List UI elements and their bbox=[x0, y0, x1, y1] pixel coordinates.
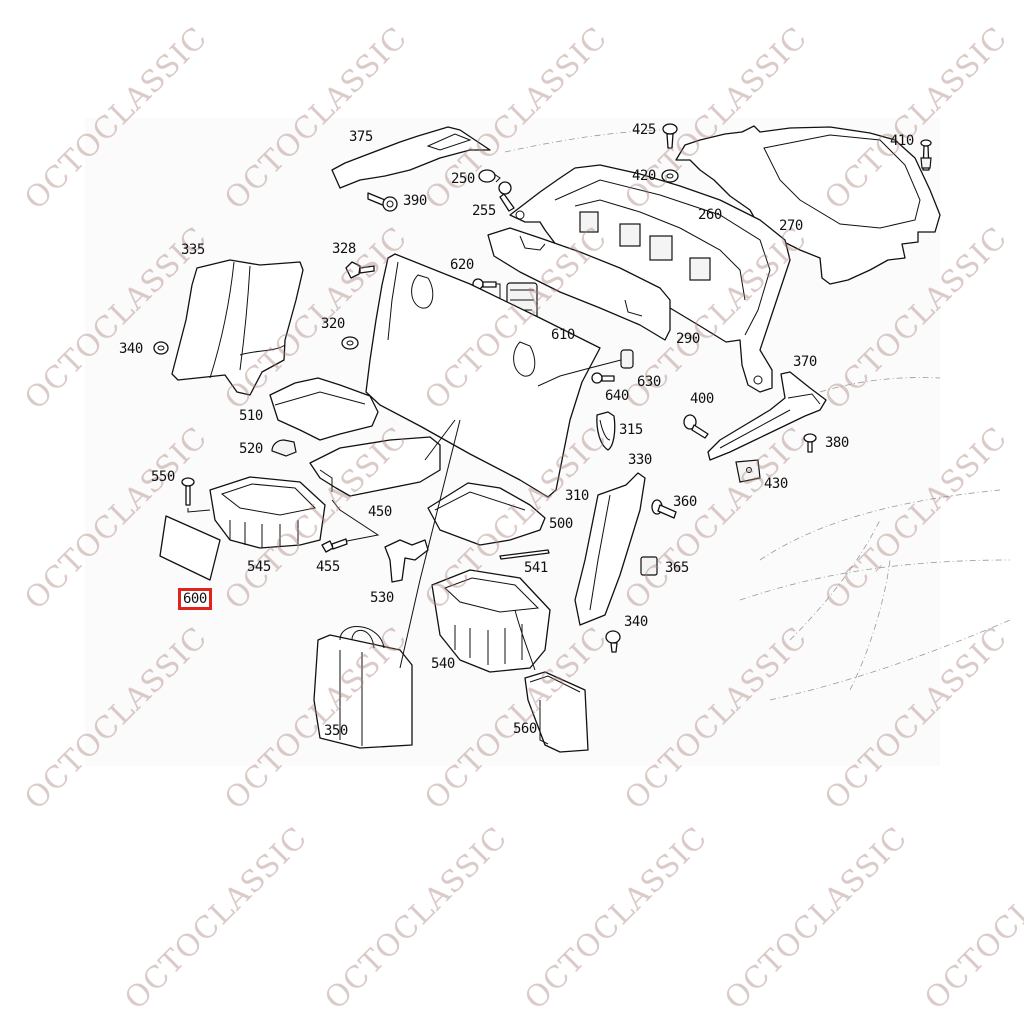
part-number-label[interactable]: 340 bbox=[624, 614, 648, 630]
part-315-clip[interactable] bbox=[596, 411, 616, 451]
highlighted-part-label[interactable]: 600 bbox=[178, 588, 212, 610]
part-number-label[interactable]: 560 bbox=[513, 721, 537, 737]
part-number-label[interactable]: 330 bbox=[628, 452, 652, 468]
part-number-label[interactable]: 370 bbox=[793, 354, 817, 370]
part-number-label[interactable]: 450 bbox=[368, 504, 392, 520]
part-330-side-trim-right[interactable] bbox=[574, 472, 646, 626]
part-number-label[interactable]: 630 bbox=[637, 374, 661, 390]
part-420-nut[interactable] bbox=[661, 169, 679, 183]
part-320-clip[interactable] bbox=[341, 336, 359, 350]
part-number-label[interactable]: 510 bbox=[239, 408, 263, 424]
ghost-body-outline bbox=[504, 129, 1011, 701]
part-number-label[interactable]: 270 bbox=[779, 218, 803, 234]
part-number-label[interactable]: 350 bbox=[324, 723, 348, 739]
part-375-upper-trim-left[interactable] bbox=[331, 126, 491, 189]
part-340-clip-right[interactable] bbox=[605, 630, 621, 653]
part-number-label[interactable]: 500 bbox=[549, 516, 573, 532]
part-350-ski-bag[interactable] bbox=[313, 419, 461, 749]
part-260-shelf-frame[interactable] bbox=[509, 164, 791, 393]
part-290-shelf-panel[interactable] bbox=[487, 227, 671, 341]
part-335-side-trim-left[interactable] bbox=[171, 259, 304, 396]
part-370-upper-trim-right[interactable] bbox=[707, 371, 827, 461]
part-500-tray-lid[interactable] bbox=[427, 482, 546, 546]
part-410-pin[interactable] bbox=[920, 139, 932, 171]
part-545-storage-tray-left[interactable] bbox=[209, 476, 326, 549]
part-number-label[interactable]: 365 bbox=[665, 560, 689, 576]
exploded-view-drawing bbox=[153, 123, 1011, 753]
part-630-latch[interactable] bbox=[537, 349, 634, 387]
part-number-label[interactable]: 425 bbox=[632, 122, 656, 138]
part-550-screw[interactable] bbox=[181, 477, 211, 513]
part-425-screw[interactable] bbox=[662, 123, 678, 149]
part-number-label[interactable]: 455 bbox=[316, 559, 340, 575]
part-310-backrest-panel[interactable] bbox=[365, 253, 601, 498]
part-number-label[interactable]: 640 bbox=[605, 388, 629, 404]
part-450-armrest-cushion[interactable] bbox=[309, 436, 441, 497]
part-number-label[interactable]: 420 bbox=[632, 168, 656, 184]
part-number-label[interactable]: 550 bbox=[151, 469, 175, 485]
part-number-label[interactable]: 541 bbox=[524, 560, 548, 576]
leader-line bbox=[424, 419, 456, 461]
part-number-label[interactable]: 610 bbox=[551, 327, 575, 343]
part-430-clip[interactable] bbox=[735, 459, 761, 483]
part-600-cover-plate[interactable] bbox=[159, 515, 221, 581]
part-number-label[interactable]: 520 bbox=[239, 441, 263, 457]
part-328-screw[interactable] bbox=[345, 261, 375, 279]
part-400-screw[interactable] bbox=[683, 414, 709, 439]
part-number-label[interactable]: 540 bbox=[431, 656, 455, 672]
part-number-label[interactable]: 390 bbox=[403, 193, 427, 209]
part-365-clip[interactable] bbox=[640, 556, 658, 576]
part-455-screw[interactable] bbox=[321, 499, 380, 553]
part-530-latch-bracket[interactable] bbox=[384, 539, 429, 583]
part-510-armrest-lid[interactable] bbox=[269, 377, 379, 441]
part-number-label[interactable]: 250 bbox=[451, 171, 475, 187]
part-number-label[interactable]: 260 bbox=[698, 207, 722, 223]
part-number-label[interactable]: 400 bbox=[690, 391, 714, 407]
part-255-screw[interactable] bbox=[498, 181, 515, 212]
part-number-label[interactable]: 410 bbox=[890, 133, 914, 149]
part-270-parcel-shelf-cover[interactable] bbox=[675, 125, 941, 285]
part-number-label[interactable]: 335 bbox=[181, 242, 205, 258]
part-number-label[interactable]: 545 bbox=[247, 559, 271, 575]
part-number-label[interactable]: 290 bbox=[676, 331, 700, 347]
part-number-label[interactable]: 375 bbox=[349, 129, 373, 145]
part-number-label[interactable]: 530 bbox=[370, 590, 394, 606]
part-360-screw[interactable] bbox=[651, 499, 677, 519]
part-number-label[interactable]: 360 bbox=[673, 494, 697, 510]
part-340-clip[interactable] bbox=[153, 341, 169, 355]
part-number-label[interactable]: 430 bbox=[764, 476, 788, 492]
part-541-strip[interactable] bbox=[499, 549, 550, 560]
part-number-label[interactable]: 255 bbox=[472, 203, 496, 219]
part-520-knob[interactable] bbox=[271, 439, 297, 457]
part-390-screw[interactable] bbox=[367, 192, 398, 212]
part-560-insert-box[interactable] bbox=[524, 671, 589, 753]
part-540-storage-tray-right[interactable] bbox=[431, 569, 551, 673]
part-number-label[interactable]: 320 bbox=[321, 316, 345, 332]
part-number-label[interactable]: 620 bbox=[450, 257, 474, 273]
part-number-label[interactable]: 315 bbox=[619, 422, 643, 438]
part-640-screw[interactable] bbox=[591, 372, 615, 384]
part-number-label[interactable]: 380 bbox=[825, 435, 849, 451]
part-number-label[interactable]: 328 bbox=[332, 241, 356, 257]
part-number-label[interactable]: 310 bbox=[565, 488, 589, 504]
part-380-screw[interactable] bbox=[803, 433, 817, 453]
part-number-label[interactable]: 340 bbox=[119, 341, 143, 357]
part-250-cap[interactable] bbox=[478, 169, 501, 183]
